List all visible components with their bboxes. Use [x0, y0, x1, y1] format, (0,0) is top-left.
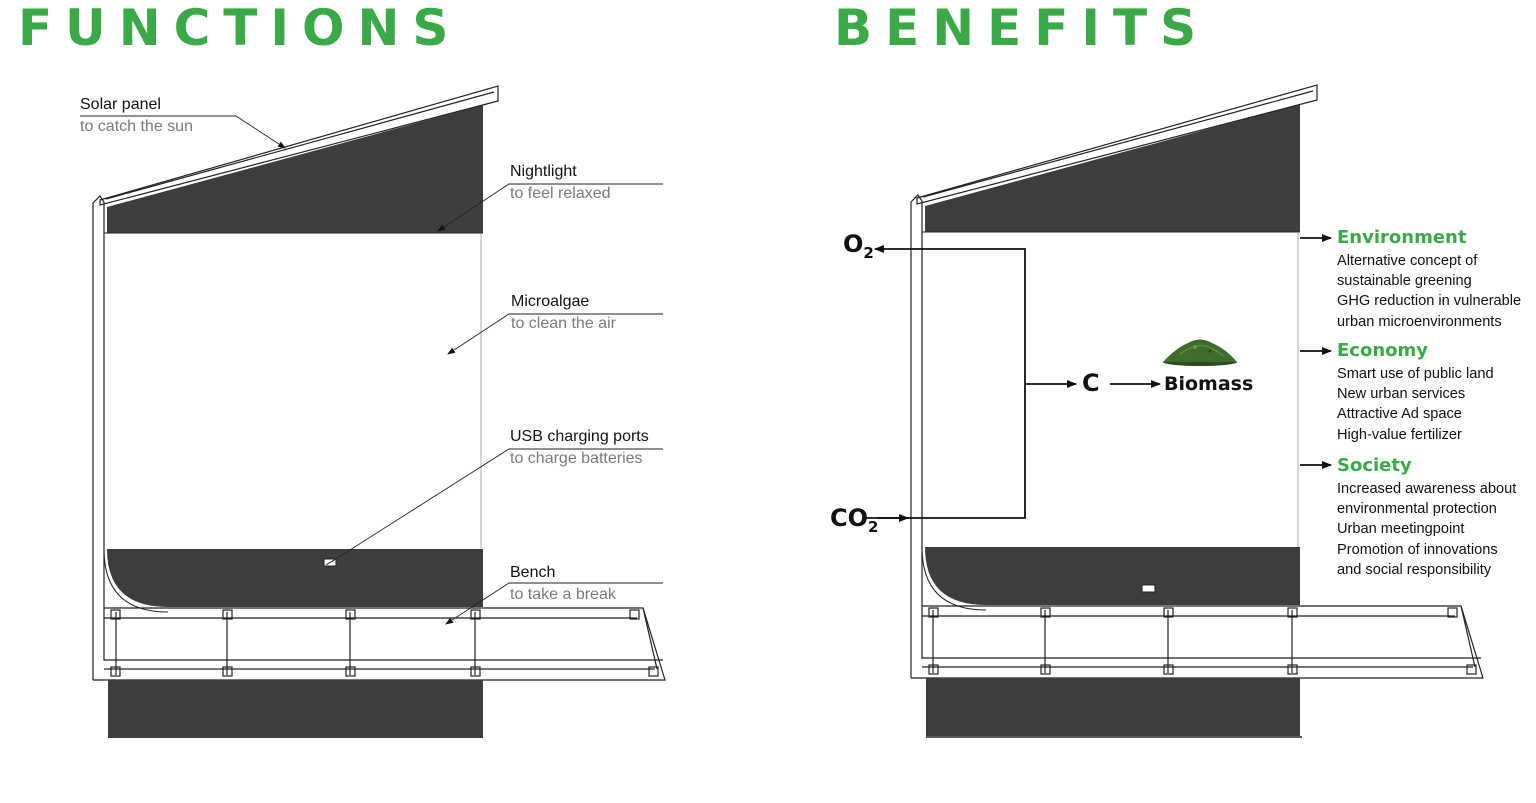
benefit-item: High-value fertilizer	[1337, 426, 1462, 443]
upper-panel	[107, 105, 483, 233]
solar-panel-right	[916, 84, 1318, 205]
upper-panel-right	[925, 104, 1300, 232]
benefit-item: Increased awareness about	[1337, 481, 1517, 497]
society-title: Society	[1337, 455, 1412, 476]
carbon-label: C	[1082, 369, 1100, 397]
benefits-kiosk	[910, 84, 1484, 738]
usb-ports-label: USB charging ports to charge batteries	[510, 427, 649, 468]
benefits-title: BENEFITS	[834, 0, 1210, 57]
solar-panel-label: Solar panel to catch the sun	[80, 95, 193, 136]
solar-panel	[99, 85, 499, 206]
benefit-item: and social responsibility	[1337, 561, 1492, 578]
base-panel-right	[926, 678, 1300, 736]
benefit-item: sustainable greening	[1337, 273, 1472, 290]
microalgae-subtitle: to clean the air	[511, 315, 616, 332]
benefit-item: Urban meetingpoint	[1337, 521, 1465, 538]
usb-ports-subtitle: to charge batteries	[510, 450, 643, 467]
benefit-item: Smart use of public land	[1337, 366, 1494, 382]
functions-kiosk	[92, 85, 666, 738]
benefit-item: GHG reduction in vulnerable	[1337, 293, 1522, 310]
benefit-item: Alternative concept of	[1337, 253, 1478, 269]
benefit-item: environmental protection	[1337, 501, 1497, 518]
solar-panel-title: Solar panel	[80, 96, 161, 113]
benefit-item: Attractive Ad space	[1337, 406, 1462, 423]
society-benefit: Society Increased awareness about enviro…	[1337, 455, 1536, 580]
benefit-item: Promotion of innovations	[1337, 541, 1498, 558]
microalgae-title: Microalgae	[511, 293, 590, 310]
environment-benefit: Environment Alternative concept of susta…	[1337, 227, 1536, 332]
solar-panel-subtitle: to catch the sun	[80, 118, 193, 135]
carbon-dioxide-label: CO2	[830, 504, 879, 536]
usb-port-right	[1141, 584, 1156, 593]
seat-panel-right	[925, 547, 1300, 605]
microalgae-label: Microalgae to clean the air	[511, 292, 616, 333]
nightlight-subtitle: to feel relaxed	[510, 185, 611, 202]
left-wall	[92, 195, 663, 680]
carbon-flow-arrows	[864, 245, 1161, 522]
benefit-arrows	[1300, 234, 1332, 469]
base-panel	[108, 680, 483, 738]
biomass-pile	[1163, 339, 1237, 366]
nightlight-label: Nightlight to feel relaxed	[510, 162, 611, 203]
functions-title: FUNCTIONS	[18, 0, 462, 57]
bench-title: Bench	[510, 564, 556, 581]
leader-lines	[80, 115, 663, 625]
nightlight-title: Nightlight	[510, 163, 577, 180]
bench-subtitle: to take a break	[510, 586, 616, 603]
biomass-label: Biomass	[1164, 373, 1254, 395]
benefit-item: urban microenvironments	[1337, 313, 1502, 330]
oxygen-label: O2	[843, 230, 874, 262]
usb-ports-title: USB charging ports	[510, 428, 649, 445]
seat-panel	[107, 549, 483, 607]
economy-benefit: Economy Smart use of public land New urb…	[1337, 340, 1536, 445]
bench-posts	[110, 609, 659, 677]
benefit-item: New urban services	[1337, 386, 1466, 403]
bench-label: Bench to take a break	[510, 563, 616, 604]
economy-title: Economy	[1337, 340, 1429, 361]
environment-title: Environment	[1337, 227, 1467, 248]
